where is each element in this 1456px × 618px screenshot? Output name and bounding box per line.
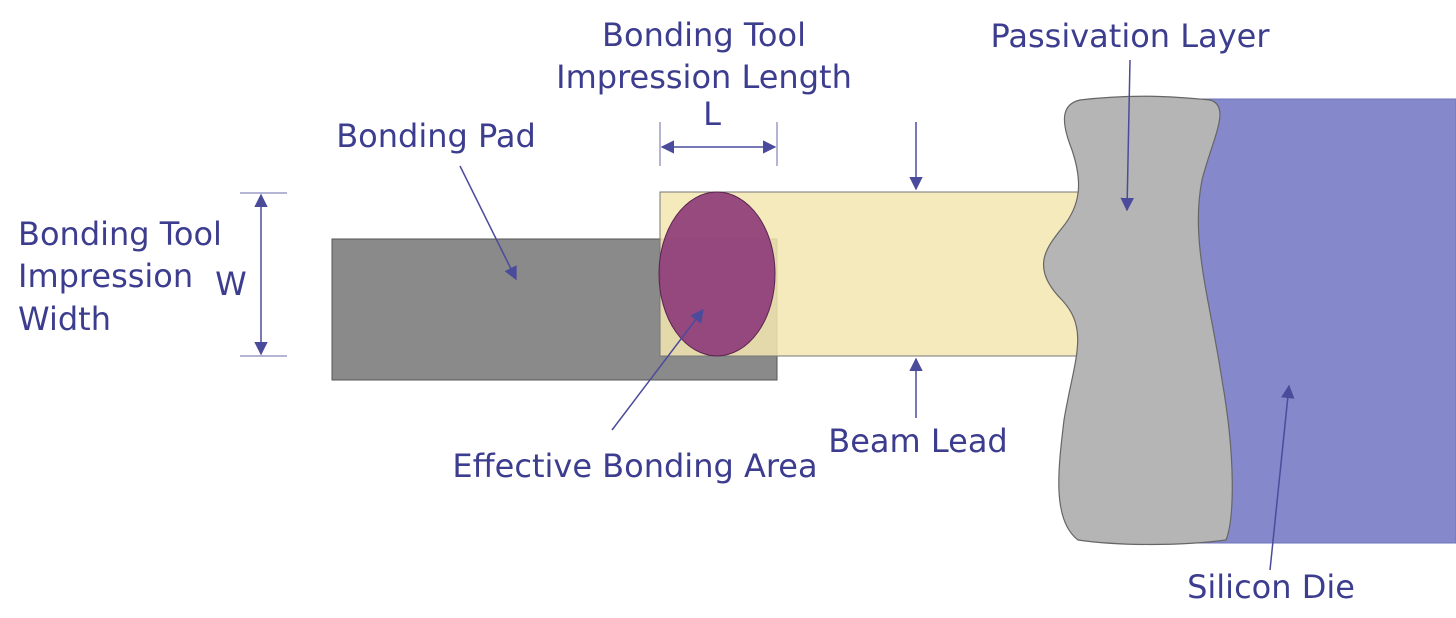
passivation-leader [1120, 59, 1134, 212]
tool-length-label-line1: Bonding Tool [602, 16, 806, 54]
tool-width-label-line1: Bonding Tool [18, 215, 222, 253]
beam-lead-label: Beam Lead [828, 422, 1007, 460]
width-symbol-label: W [215, 265, 247, 303]
effective-bonding-area-label: Effective Bonding Area [452, 447, 817, 485]
passivation-layer-label: Passivation Layer [991, 17, 1271, 55]
length-symbol-label: L [703, 95, 721, 133]
effective-area-leader [611, 308, 704, 431]
tool-length-label-line2: Impression Length [556, 58, 852, 96]
passivation-layer-shape [1042, 95, 1233, 546]
tool-width-label-line2: Impression [18, 257, 193, 295]
effective-bonding-area-shape [658, 191, 776, 357]
silicon-die-leader [1269, 384, 1295, 571]
bonding-pad-label: Bonding Pad [336, 117, 536, 155]
silicon-die-label: Silicon Die [1187, 568, 1355, 606]
tool-width-label-line3: Width [18, 300, 111, 338]
bonding-pad-leader [459, 165, 517, 281]
